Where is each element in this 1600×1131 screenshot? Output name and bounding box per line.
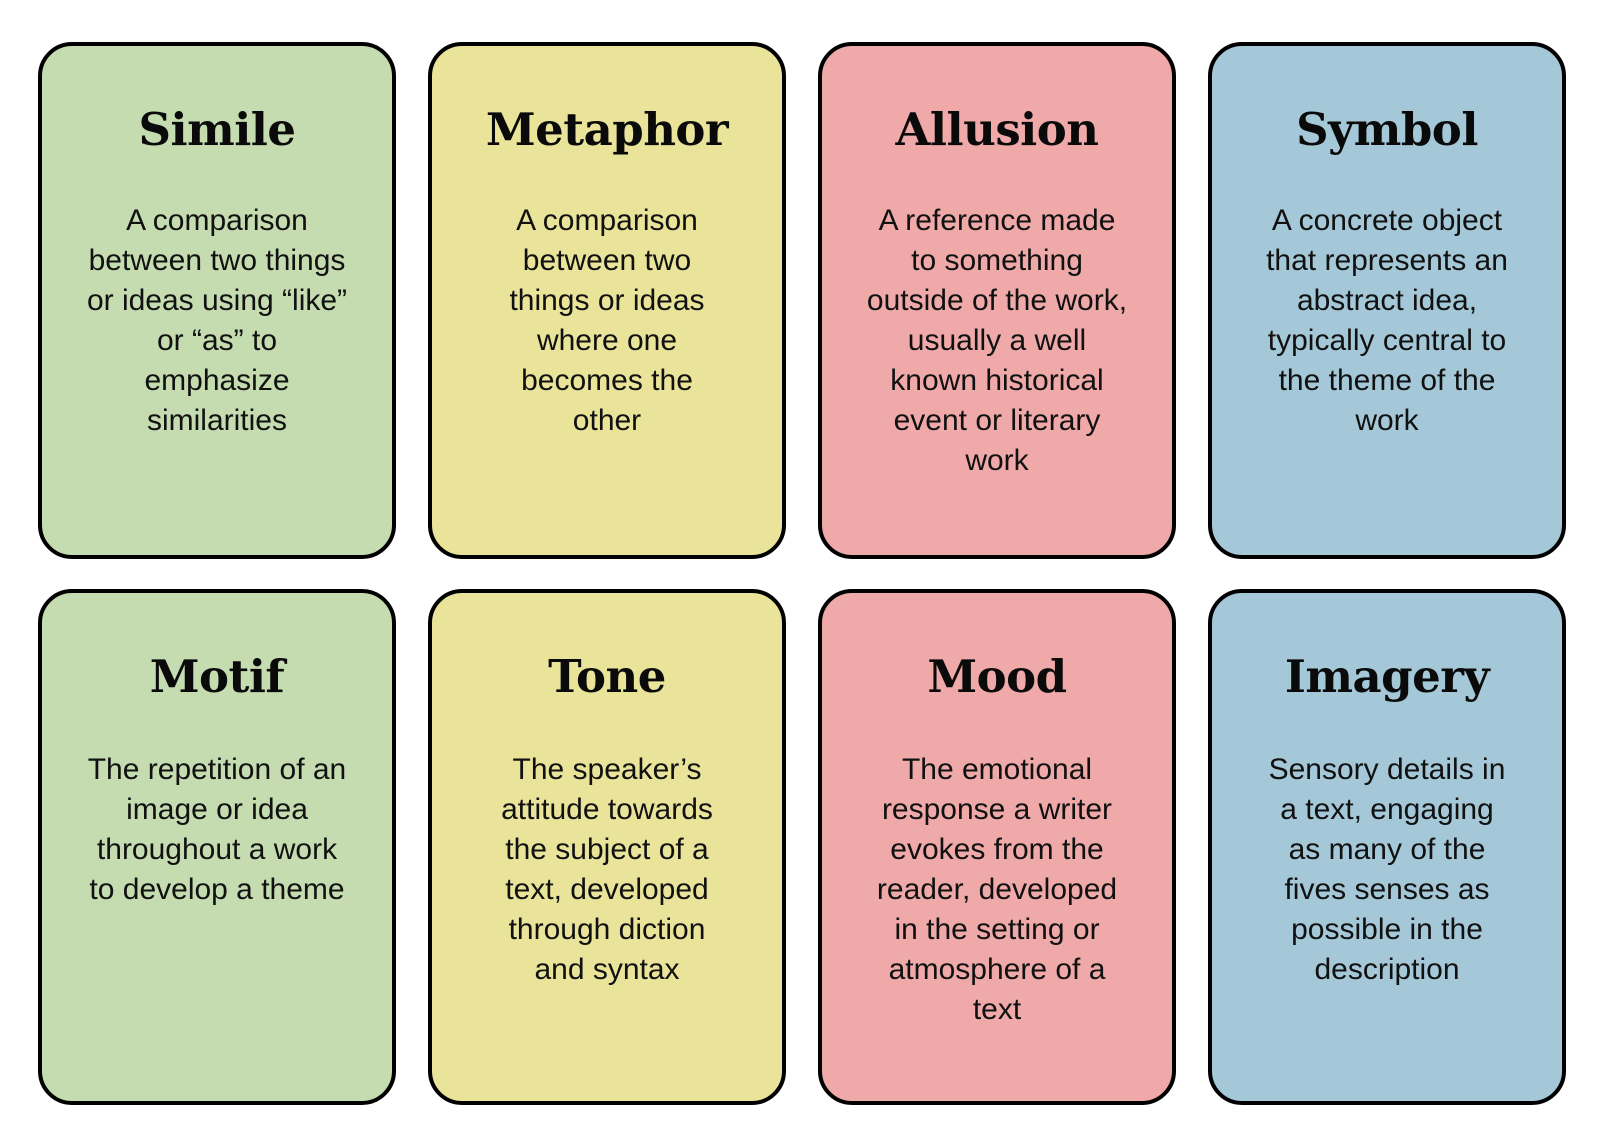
term-card-motif[interactable]: Motif The repetition of an image or idea… [38, 588, 396, 1105]
term-card-title: Symbol [1296, 103, 1478, 156]
term-card-definition: A comparison between two things or ideas… [86, 204, 348, 438]
term-card-symbol[interactable]: Symbol A concrete object that represents… [1208, 42, 1566, 559]
term-card-definition: The repetition of an image or idea throu… [87, 752, 347, 906]
term-card-definition: A reference made to something outside of… [866, 204, 1128, 478]
term-card-imagery[interactable]: Imagery Sensory details in a text, engag… [1208, 588, 1566, 1105]
term-card-title: Allusion [895, 103, 1099, 156]
term-card-title: Motif [149, 649, 285, 703]
term-card-definition: The emotional response a writer evokes f… [876, 752, 1118, 1026]
term-card-simile[interactable]: Simile A comparison between two things o… [38, 42, 396, 559]
term-card-metaphor[interactable]: Metaphor A comparison between two things… [428, 42, 786, 559]
term-card-title: Tone [548, 649, 666, 703]
term-card-definition: The speaker’s attitude towards the subje… [501, 752, 713, 986]
term-card-mood[interactable]: Mood The emotional response a writer evo… [818, 588, 1176, 1105]
term-card-title: Mood [927, 649, 1067, 703]
term-card-title: Metaphor [485, 103, 729, 156]
term-card-allusion[interactable]: Allusion A reference made to something o… [818, 42, 1176, 559]
term-card-tone[interactable]: Tone The speaker’s attitude towards the … [428, 588, 786, 1105]
term-card-definition: A concrete object that represents an abs… [1266, 204, 1508, 438]
term-card-title: Simile [138, 103, 296, 156]
term-card-title: Imagery [1284, 649, 1490, 703]
term-card-definition: Sensory details in a text, engaging as m… [1268, 752, 1506, 986]
term-card-definition: A comparison between two things or ideas… [509, 204, 705, 438]
